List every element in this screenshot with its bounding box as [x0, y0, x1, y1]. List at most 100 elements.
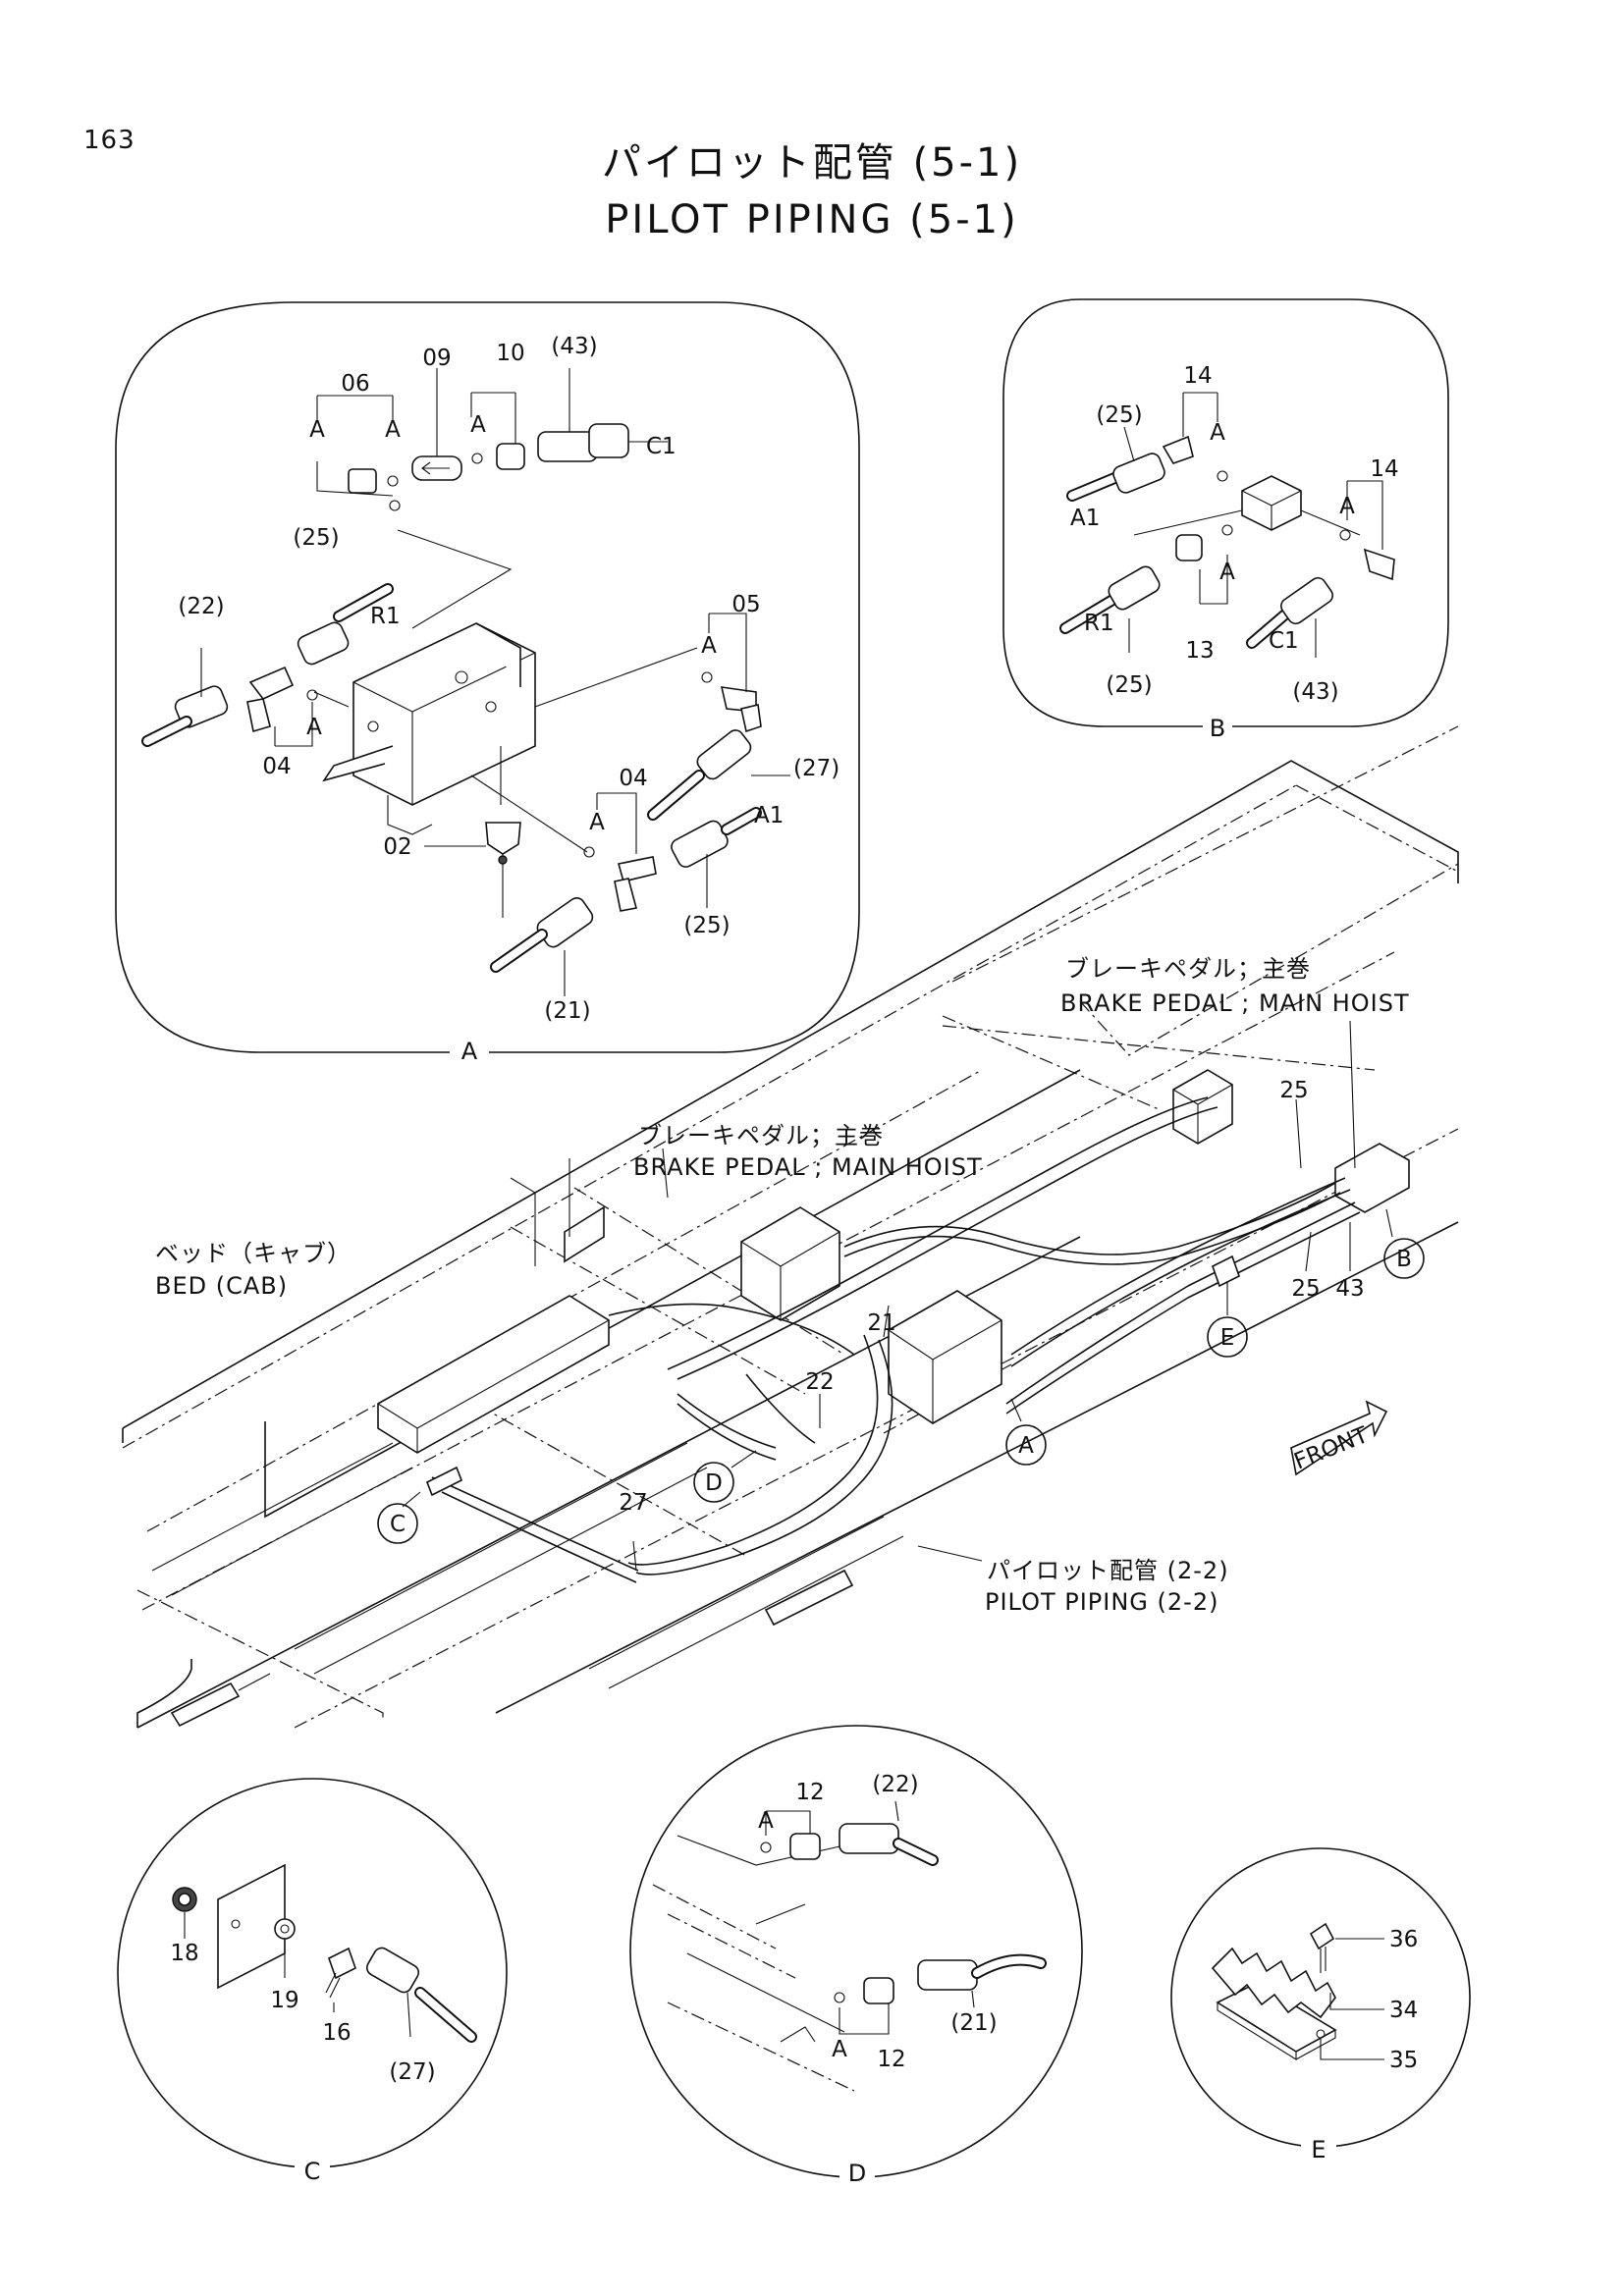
label-02: 02: [383, 834, 411, 860]
label-a-06-right: A: [385, 417, 401, 443]
label-a-d-top: A: [758, 1808, 774, 1834]
label-a-04-left: A: [306, 715, 322, 740]
label-06: 06: [341, 371, 369, 397]
label-14-right: 14: [1370, 456, 1398, 482]
label-43-b: (43): [1292, 679, 1338, 705]
main-label-21: 21: [867, 1310, 895, 1336]
note-pilot-ref-en: PILOT PIPING (2-2): [985, 1588, 1218, 1616]
detail-b: B: [1002, 298, 1449, 742]
brake-pedal-valve-right: [888, 1290, 1002, 1424]
label-43: (43): [551, 334, 597, 359]
hose-end-22: [141, 685, 229, 747]
label-12-bottom: 12: [877, 2047, 905, 2072]
label-25-b-bottom: (25): [1106, 672, 1152, 698]
hose-43-c1: [1246, 576, 1333, 649]
label-a-b-right: A: [1339, 494, 1355, 519]
elbow-05: [701, 671, 762, 733]
label-a1: A1: [754, 803, 784, 828]
label-c1-b: C1: [1269, 628, 1299, 654]
detail-c: C 18 19 16 (27): [117, 1778, 508, 2185]
note-brake-pedal-1-jp: ブレーキペダル；主巻: [1065, 955, 1311, 983]
label-35: 35: [1389, 2048, 1418, 2073]
label-a-10: A: [470, 412, 486, 438]
label-a-b-top: A: [1210, 420, 1225, 446]
label-27: (27): [793, 756, 839, 781]
front-arrow-icon: FRONT: [1290, 1400, 1388, 1476]
label-25-bottom: (25): [683, 913, 730, 938]
hose-end-43: [537, 423, 668, 462]
label-14-top: 14: [1183, 363, 1212, 389]
label-12-top: 12: [795, 1780, 824, 1805]
detail-c-caption: C: [304, 2158, 321, 2185]
brake-pedal-valve-left: [740, 1206, 840, 1321]
filter-09: [411, 455, 462, 481]
main-label-25-top: 25: [1279, 1078, 1308, 1103]
svg-text:E: E: [1220, 1325, 1235, 1351]
label-25-b-top: (25): [1096, 402, 1142, 428]
label-a-b-mid: A: [1219, 560, 1235, 585]
pilot-valve-block: [322, 622, 536, 835]
label-34: 34: [1389, 1998, 1418, 2023]
bracket-block-top: [1172, 1069, 1233, 1145]
note-brake-pedal-2-en: BRAKE PEDAL ; MAIN HOIST: [633, 1153, 983, 1181]
hose-end-25-r1: [297, 583, 394, 666]
label-a-05: A: [701, 633, 717, 659]
label-a-d-bottom: A: [832, 2037, 847, 2062]
label-18: 18: [170, 1941, 198, 1966]
note-bed-jp: ベッド（キャブ）: [155, 1240, 352, 1267]
callout-a: A: [1005, 1398, 1047, 1466]
label-16: 16: [322, 2020, 351, 2046]
note-pilot-ref-jp: パイロット配管 (2-2): [987, 1557, 1229, 1584]
hose-end-27: [647, 729, 752, 821]
hose-25-a1: [1066, 453, 1165, 502]
hose-25-r1: [1059, 565, 1161, 634]
fitting-10: [471, 443, 525, 470]
bracket-block-right: [1334, 1143, 1410, 1213]
label-21: (21): [544, 998, 590, 1024]
label-10: 10: [496, 341, 524, 366]
main-view: A B C D E 25 25: [122, 725, 1459, 1729]
label-27-c: (27): [389, 2059, 435, 2085]
page-title-jp: パイロット配管 (5-1): [601, 140, 1023, 186]
detail-b-caption: B: [1210, 715, 1225, 742]
callout-d: D: [693, 1450, 757, 1503]
detail-a-caption: A: [461, 1038, 478, 1065]
label-21-d: (21): [950, 2010, 997, 2036]
elbow-04-left: [246, 666, 318, 733]
label-13: 13: [1185, 638, 1214, 664]
label-22: (22): [178, 594, 224, 619]
elbow-14-right: [1339, 529, 1395, 581]
note-bed-en: BED (CAB): [155, 1272, 288, 1300]
detail-e: E 36 34 35: [1170, 1847, 1471, 2163]
label-r1: R1: [370, 604, 401, 629]
note-brake-pedal-1-en: BRAKE PEDAL ; MAIN HOIST: [1060, 989, 1410, 1017]
label-a-06-left: A: [309, 417, 325, 443]
tee-block: [1241, 475, 1302, 531]
svg-text:B: B: [1396, 1247, 1412, 1272]
fitting-06: [348, 468, 401, 511]
label-r1-b: R1: [1084, 611, 1114, 636]
note-brake-pedal-2-jp: ブレーキペダル；主巻: [638, 1122, 884, 1149]
detail-a: A: [115, 301, 860, 1065]
main-label-25-bottom: 25: [1291, 1276, 1320, 1302]
main-label-43: 43: [1335, 1276, 1364, 1302]
label-a1-b: A1: [1070, 506, 1100, 531]
elbow-14-top: [1162, 435, 1228, 482]
label-04-left: 04: [262, 754, 291, 779]
svg-text:D: D: [705, 1470, 723, 1496]
label-22-d: (22): [872, 1772, 918, 1797]
label-19: 19: [270, 1988, 298, 2013]
main-label-22: 22: [805, 1369, 834, 1395]
elbow-04-right: [583, 846, 657, 912]
page-number: 163: [83, 126, 135, 155]
label-36: 36: [1389, 1927, 1418, 1952]
label-25-top: (25): [293, 525, 339, 551]
detail-d: D 12 (22) A A 12 (21): [629, 1725, 1083, 2187]
callout-e: E: [1207, 1294, 1248, 1358]
callout-b: B: [1383, 1208, 1425, 1279]
detail-e-caption: E: [1311, 2136, 1326, 2163]
pressure-switch-02: [485, 822, 521, 918]
main-label-27: 27: [619, 1490, 647, 1516]
label-05: 05: [731, 592, 760, 617]
